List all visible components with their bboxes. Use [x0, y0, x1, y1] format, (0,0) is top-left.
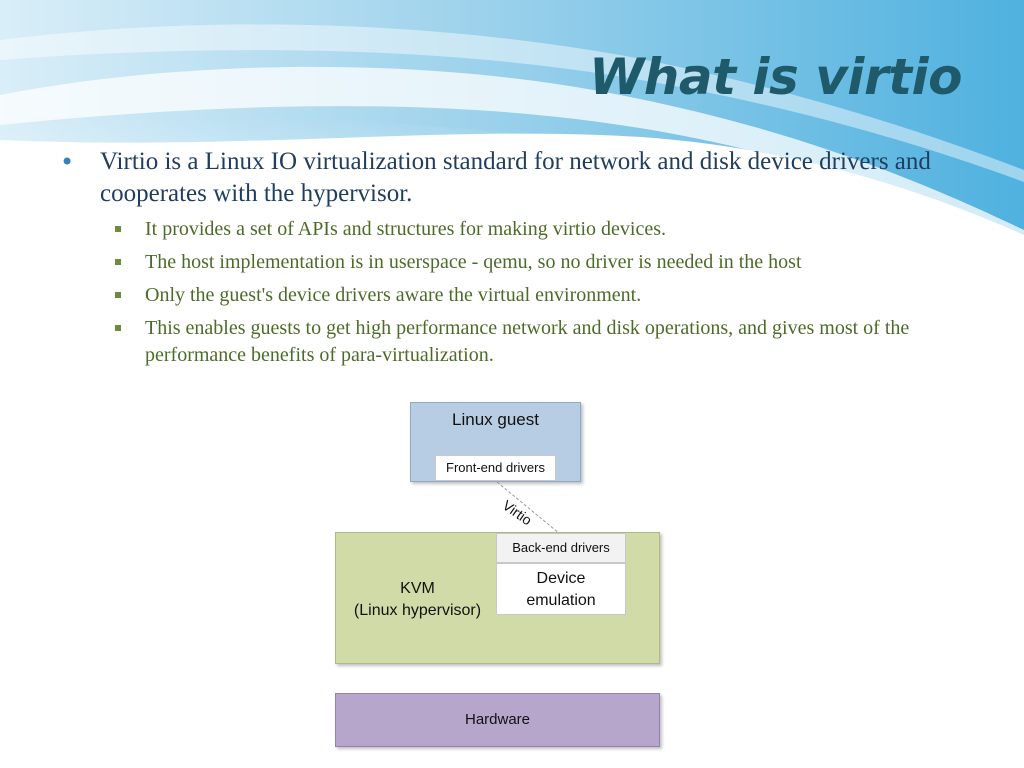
- frontend-drivers-label: Front-end drivers: [446, 460, 545, 475]
- kvm-label: KVM (Linux hypervisor): [336, 578, 499, 622]
- backend-drivers-label: Back-end drivers: [512, 540, 610, 555]
- sub-bullet: This enables guests to get high performa…: [60, 315, 970, 369]
- bullet-list: • Virtio is a Linux IO virtualization st…: [60, 146, 970, 369]
- sub-bullet-text: It provides a set of APIs and structures…: [145, 218, 666, 240]
- sub-bullet-text: This enables guests to get high performa…: [145, 317, 910, 366]
- slide-title: What is virtio: [589, 48, 962, 106]
- hardware-box: Hardware: [335, 693, 660, 747]
- sub-bullet-text: Only the guest's device drivers aware th…: [145, 284, 642, 306]
- backend-drivers-box: Back-end drivers: [496, 533, 626, 563]
- kvm-title: KVM: [400, 580, 435, 597]
- device-emulation-box: Device emulation: [496, 563, 626, 615]
- frontend-drivers-box: Front-end drivers: [435, 455, 556, 481]
- bullet-dot-icon: •: [60, 148, 75, 176]
- sub-bullet: Only the guest's device drivers aware th…: [60, 282, 970, 309]
- main-bullet-text: Virtio is a Linux IO virtualization stan…: [100, 148, 931, 207]
- sub-bullet: The host implementation is in userspace …: [60, 249, 970, 276]
- square-bullet-icon: [115, 259, 121, 265]
- square-bullet-icon: [115, 325, 121, 331]
- main-bullet: • Virtio is a Linux IO virtualization st…: [60, 146, 970, 210]
- device-emulation-label: Device emulation: [526, 570, 596, 609]
- kvm-subtitle: (Linux hypervisor): [353, 602, 482, 619]
- hardware-label: Hardware: [464, 711, 531, 728]
- square-bullet-icon: [115, 292, 121, 298]
- square-bullet-icon: [115, 226, 121, 232]
- linux-guest-label: Linux guest: [452, 410, 539, 429]
- sub-bullet-text: The host implementation is in userspace …: [145, 251, 802, 273]
- sub-bullet: It provides a set of APIs and structures…: [60, 216, 970, 243]
